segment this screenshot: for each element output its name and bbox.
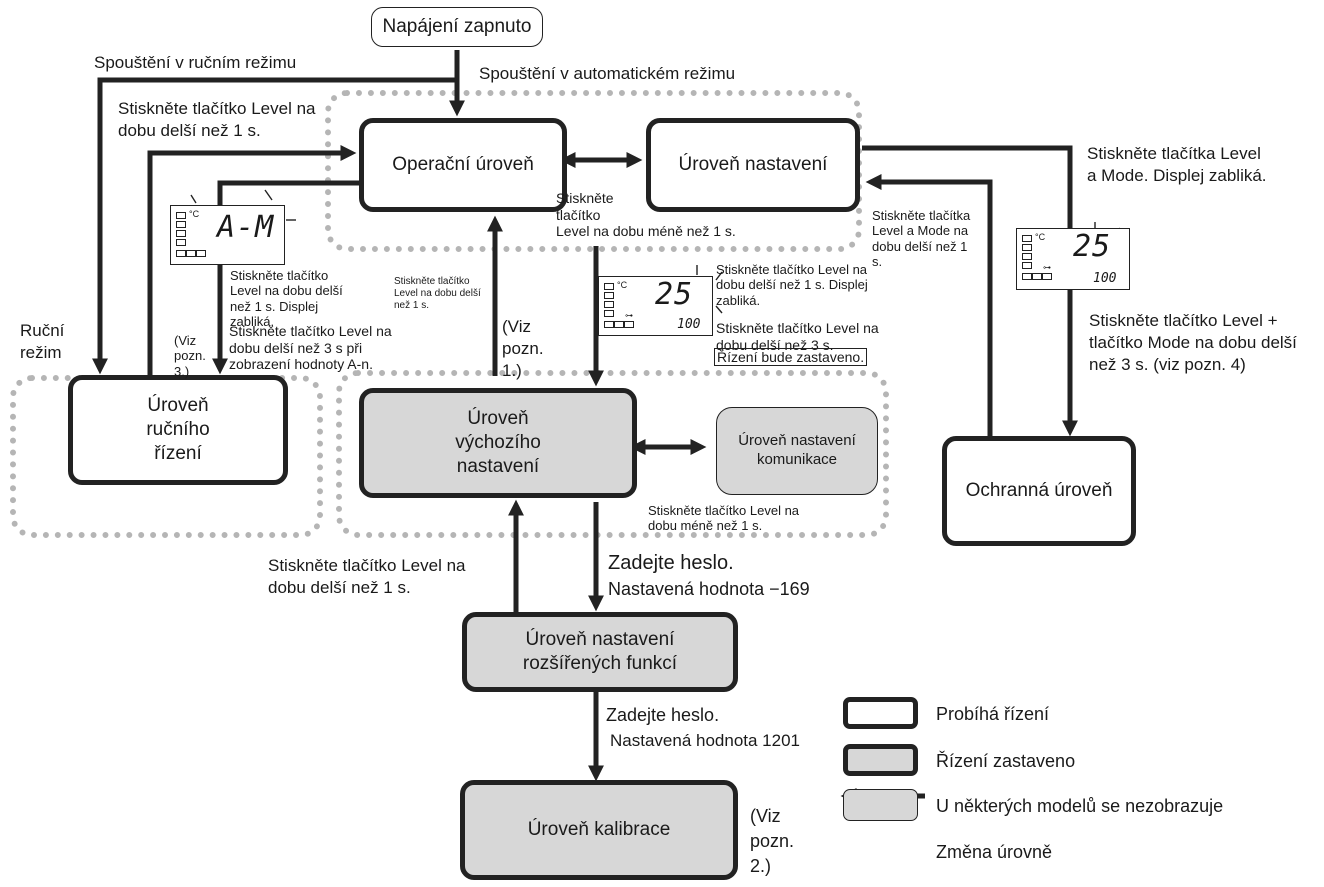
adjustment-level-node: Úroveň nastavení: [646, 118, 860, 212]
celsius-unit: °C: [1035, 232, 1046, 242]
legend-not-shown-swatch: [843, 789, 918, 821]
legend-not-shown-label: U některých modelů se nezobrazuje: [936, 796, 1224, 816]
level-over-1s-operation-label: Stiskněte tlačítko Level na dobu delší n…: [118, 99, 316, 141]
calibration-level-node: Úroveň kalibrace: [460, 780, 738, 880]
password1-value-label: Nastavená hodnota −169: [608, 579, 810, 599]
legend-running-label: Probíhá řízení: [936, 704, 1050, 724]
initial-setting-level-node: Úroveň výchozího nastavení: [359, 388, 637, 498]
power-on-node: Napájení zapnuto: [371, 7, 543, 47]
initial-setting-region: [336, 370, 889, 538]
legend-stopped-swatch: [843, 744, 918, 776]
start-auto-label: Spouštění v automatickém režimu: [479, 64, 736, 83]
protect-level-node: Ochranná úroveň: [942, 436, 1136, 546]
communication-setting-level-node: Úroveň nastavení komunikace: [716, 407, 878, 495]
start-manual-label: Spouštění v ručním režimu: [94, 53, 297, 72]
note2-label: (Viz pozn. 2.): [750, 806, 795, 877]
manual-mode-region-label: Ruční režim: [20, 321, 65, 363]
display-sub-value: 100: [677, 317, 701, 332]
init-3s-label: Stiskněte tlačítko Level na dobu delší n…: [716, 320, 879, 353]
note3-label: (Viz pozn. 3.): [174, 333, 206, 379]
legend-change-label: Změna úrovně: [936, 842, 1053, 862]
celsius-unit: °C: [617, 280, 628, 290]
key-icon: ⊶: [1043, 263, 1051, 272]
press-level-under-1s-label: Stiskněte tlačítko Level na dobu méně ne…: [556, 190, 736, 240]
password2-value-label: Nastavená hodnota 1201: [610, 731, 800, 750]
manual-mode-display: °C A-M: [170, 205, 285, 265]
control-stops-label: Řízení bude zastaveno.: [714, 348, 868, 366]
adv-to-init-label: Stiskněte tlačítko Level na dobu delší n…: [268, 556, 466, 598]
manual-3s-label: Stiskněte tlačítko Level na dobu delší n…: [229, 323, 392, 373]
note1-label: (Viz pozn. 1.): [502, 317, 544, 381]
adj-to-protect-label: Stiskněte tlačítka Level a Mode. Displej…: [1087, 144, 1267, 186]
protect-to-adj-label: Stiskněte tlačítka Level a Mode na dobu …: [872, 208, 971, 269]
celsius-unit: °C: [189, 209, 200, 219]
to-protect-3s-label: Stiskněte tlačítko Level + tlačítko Mode…: [1089, 311, 1297, 375]
init-flash-label: Stiskněte tlačítko Level na dobu delší n…: [716, 262, 868, 308]
key-icon: ⊶: [625, 311, 633, 320]
protect-display: ⊶ °C 25 100: [1016, 228, 1130, 290]
display-sub-value: 100: [1093, 271, 1117, 286]
legend-running-swatch: [843, 697, 918, 729]
init-to-op-small-label: Stiskněte tlačítko Level na dobu delší n…: [394, 276, 481, 311]
password2-label: Zadejte heslo.: [606, 705, 720, 725]
manual-flash-label: Stiskněte tlačítko Level na dobu delší n…: [230, 268, 343, 329]
display-main-value: 25: [1073, 229, 1112, 264]
legend-stopped-label: Řízení zastaveno: [936, 751, 1076, 771]
comm-under-1s-label: Stiskněte tlačítko Level na dobu méně ne…: [648, 503, 800, 534]
advanced-function-level-node: Úroveň nastavení rozšířených funkcí: [462, 612, 738, 692]
operation-level-node: Operační úroveň: [359, 118, 567, 212]
display-main-value: 25: [655, 277, 694, 312]
manual-control-level-node: Úroveň ručního řízení: [68, 375, 288, 485]
password1-label: Zadejte heslo.: [608, 552, 734, 574]
initial-setting-display: ⊶ °C 25 100: [598, 276, 713, 336]
display-main-value: A-M: [217, 210, 275, 245]
